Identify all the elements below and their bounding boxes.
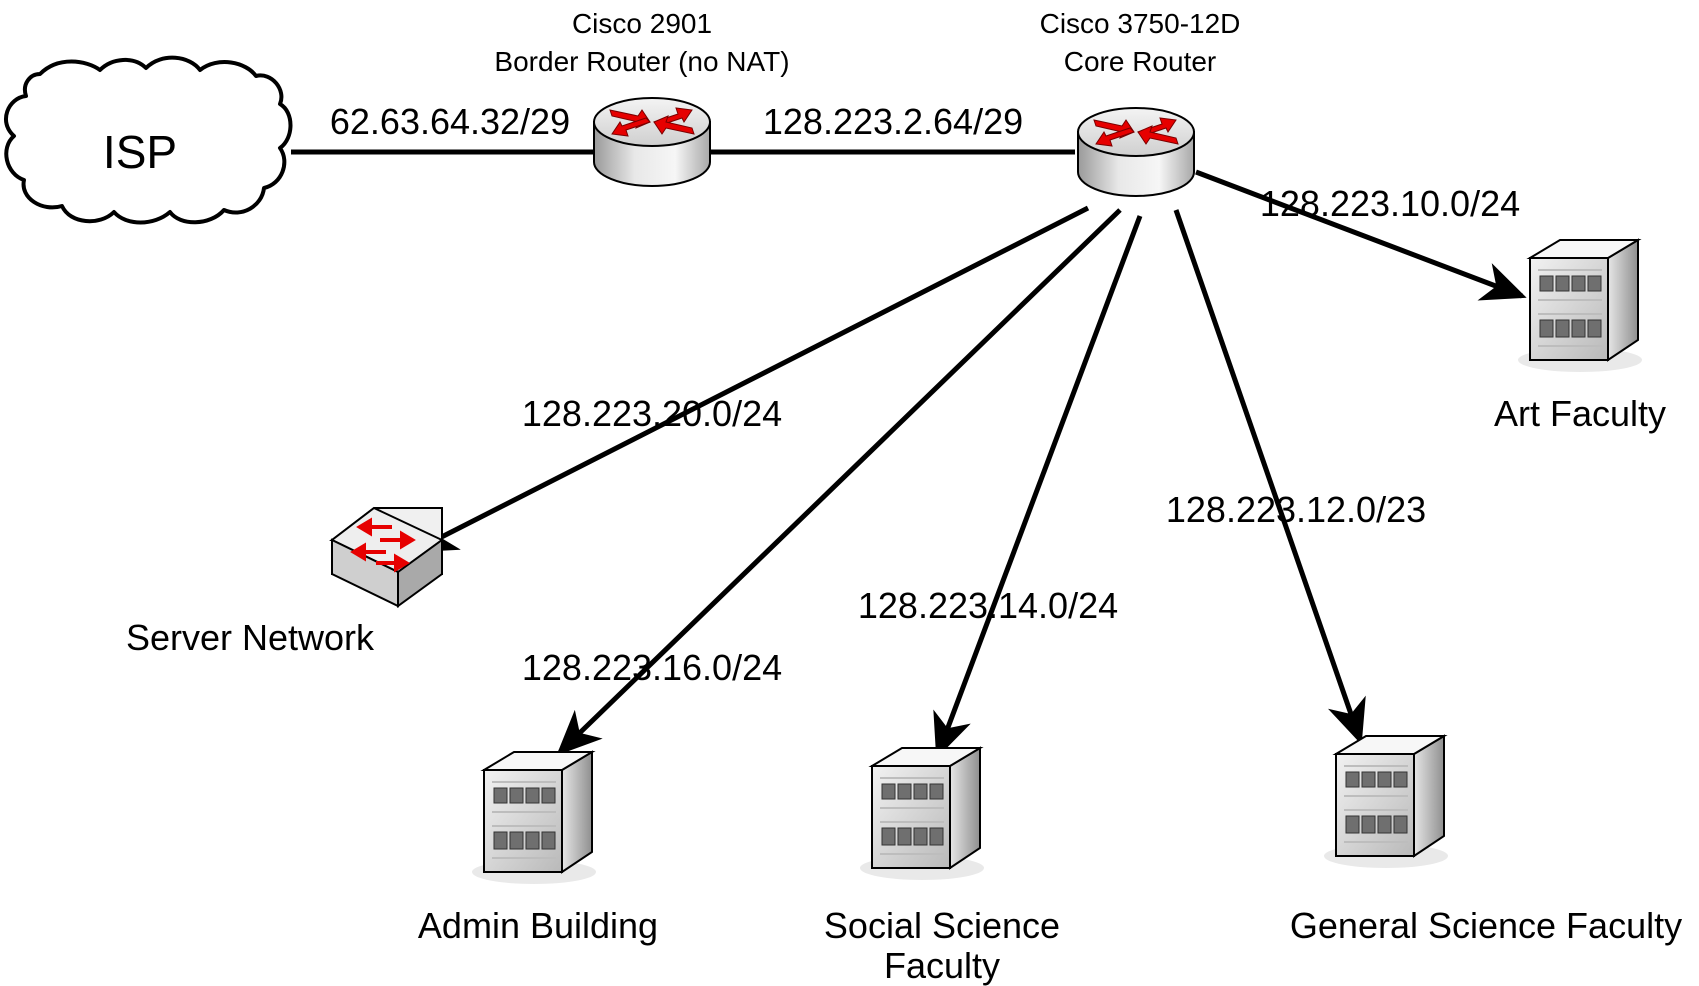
link-label-social-science: 128.223.14.0/24	[858, 585, 1118, 626]
art-faculty-node: Art Faculty	[1494, 239, 1666, 434]
art-faculty-label: Art Faculty	[1494, 393, 1666, 434]
admin-building-label: Admin Building	[418, 905, 658, 946]
link-label-isp-border: 62.63.64.32/29	[330, 101, 570, 142]
general-science-node: General Science Faculty	[1290, 735, 1682, 946]
switch-icon	[329, 506, 444, 608]
core-router-subtitle: Core Router	[1064, 46, 1217, 77]
link-core-server	[411, 205, 1090, 553]
social-science-node: Social Science Faculty	[824, 747, 1060, 986]
core-router: Cisco 3750-12D Core Router	[1040, 8, 1241, 197]
link-core-admin	[556, 208, 1122, 756]
building-icon	[471, 751, 597, 885]
isp-cloud: ISP	[4, 55, 293, 225]
border-router-title: Cisco 2901	[572, 8, 712, 39]
link-label-server: 128.223.20.0/24	[522, 393, 782, 434]
building-icon	[859, 747, 985, 881]
isp-label: ISP	[103, 126, 177, 178]
social-science-label-line2: Faculty	[884, 945, 1000, 986]
link-core-social	[933, 215, 1143, 759]
server-network-node: Server Network	[126, 506, 444, 658]
border-router: Cisco 2901 Border Router (no NAT)	[494, 8, 790, 187]
link-label-admin: 128.223.16.0/24	[522, 647, 782, 688]
admin-building-node: Admin Building	[418, 751, 658, 946]
link-label-general-science: 128.223.12.0/23	[1166, 489, 1426, 530]
social-science-label-line1: Social Science	[824, 905, 1060, 946]
core-router-title: Cisco 3750-12D	[1040, 8, 1241, 39]
link-label-border-core: 128.223.2.64/29	[763, 101, 1023, 142]
border-router-subtitle: Border Router (no NAT)	[494, 46, 789, 77]
link-label-art: 128.223.10.0/24	[1260, 183, 1520, 224]
building-icon	[1517, 239, 1643, 373]
building-icon	[1323, 735, 1449, 869]
server-network-label: Server Network	[126, 617, 375, 658]
link-core-art	[1195, 169, 1527, 301]
link-core-general	[1173, 209, 1366, 745]
general-science-label: General Science Faculty	[1290, 905, 1682, 946]
